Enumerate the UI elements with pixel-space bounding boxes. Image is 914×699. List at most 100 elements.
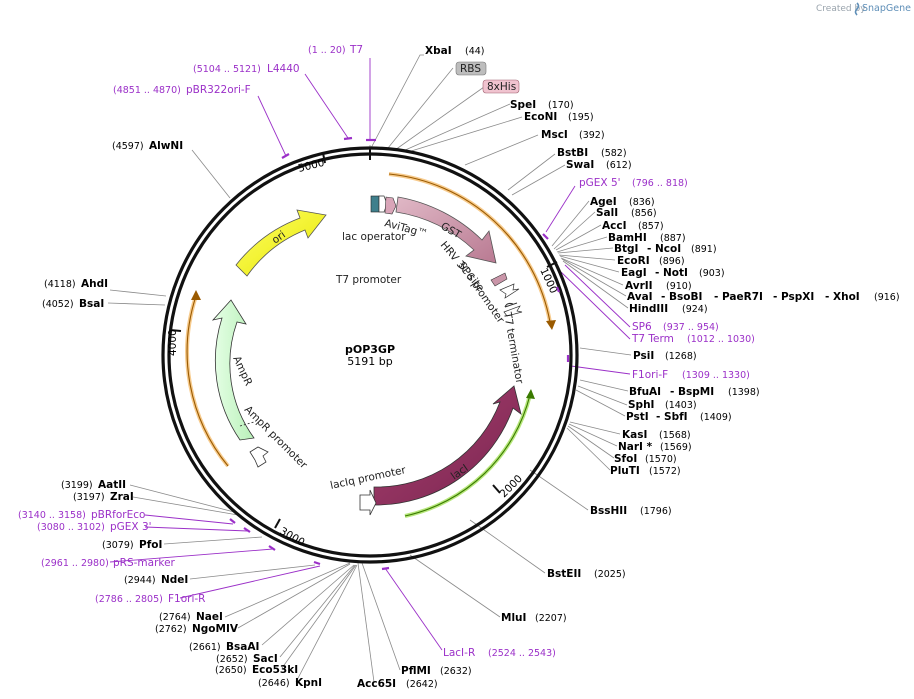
site-noti-pos: (903) <box>699 268 725 279</box>
ampr-promoter-arrow <box>249 446 269 468</box>
snapgene-brand: SnapGene <box>862 3 911 14</box>
ampr-feature-arrow <box>211 299 255 441</box>
orf-ampr-arrow <box>191 290 201 300</box>
site-mlui-pos: (2207) <box>535 613 567 624</box>
primer-pgex3-name: pGEX 3' <box>110 521 152 533</box>
site-mlui: MluI <box>501 612 526 624</box>
laciq-promoter-arrow <box>359 489 377 516</box>
site-acci: AccI <box>602 220 626 232</box>
primer-pgex3-range: (3080 .. 3102) <box>37 522 105 533</box>
site-bsaai: BsaAI <box>226 641 259 653</box>
tick-label-4000: 4000 <box>167 329 179 356</box>
site-sbfi: - SbfI <box>656 411 688 423</box>
plasmid-name: pOP3GP <box>345 343 395 356</box>
hrv3c-site-box <box>490 272 508 287</box>
site-ecori-pos: (896) <box>659 256 685 267</box>
ampr-label: AmpR <box>230 354 254 388</box>
primer-f1ori-r-range: (2786 .. 2805) <box>95 594 163 605</box>
site-saci-pos: (2652) <box>216 654 248 665</box>
site-sali-pos: (856) <box>631 208 657 219</box>
site-econi-pos: (195) <box>568 112 594 123</box>
site-ndei-pos: (2944) <box>124 575 156 586</box>
orf-laci-arrow <box>526 389 535 399</box>
site-bspmi-pos: (1398) <box>728 387 760 398</box>
site-pfoi-pos: (3079) <box>102 540 134 551</box>
site-swai-pos: (612) <box>606 160 632 171</box>
site-aatii: AatII <box>98 479 126 491</box>
site-msci: MscI <box>541 129 568 141</box>
site-bamhi: BamHI <box>608 232 647 244</box>
lac-operator-box <box>370 195 380 213</box>
site-pluti-pos: (1572) <box>649 466 681 477</box>
site-agei: AgeI <box>590 196 617 208</box>
primer-l4440-name: L4440 <box>267 63 300 75</box>
site-kasi: KasI <box>622 429 647 441</box>
site-spei: SpeI <box>510 99 536 111</box>
site-agei-pos: (836) <box>629 197 655 208</box>
site-sbfi-pos: (1409) <box>700 412 732 423</box>
primer-f1ori-f-name: F1ori-F <box>632 369 668 381</box>
site-kpni: KpnI <box>295 677 322 689</box>
site-bsshii: BssHII <box>590 505 627 517</box>
primer-sp6-name: SP6 <box>632 321 652 333</box>
rbs-label: RBS <box>460 63 481 75</box>
site-avrii-pos: (910) <box>666 281 692 292</box>
site-psii: PsiI <box>633 350 654 362</box>
site-psii-pos: (1268) <box>665 351 697 362</box>
site-pflmi: PflMI <box>401 665 431 677</box>
primer-t7-range: (1 .. 20) <box>308 45 346 56</box>
primer-pbr322-range: (4851 .. 4870) <box>113 85 181 96</box>
site-xhoi-pos: (916) <box>874 292 900 303</box>
site-xbai-pos: (44) <box>465 46 485 57</box>
primer-pbrforeco-range: (3140 .. 3158) <box>18 510 86 521</box>
orf-gst <box>388 173 551 323</box>
site-noti: - NotI <box>655 267 688 279</box>
primer-pgex5-range: (796 .. 818) <box>632 178 688 189</box>
site-leader-lines <box>107 54 632 683</box>
primer-prs-range: (2961 .. 2980) <box>41 558 109 569</box>
site-zrai: ZraI <box>110 491 134 503</box>
primer-sp6-range: (937 .. 954) <box>663 322 719 333</box>
site-hindiii-pos: (924) <box>682 304 708 315</box>
rbs-badge <box>455 61 487 76</box>
site-eco53ki: Eco53kI <box>252 664 298 676</box>
site-bsteii-pos: (2025) <box>594 569 626 580</box>
site-alwni-pos: (4597) <box>112 141 144 152</box>
site-sali: SalI <box>596 207 618 219</box>
site-hindiii: HindIII <box>629 303 668 315</box>
site-ncoi: - NcoI <box>647 243 681 255</box>
his-badge <box>482 79 520 94</box>
sp6-promoter-arrow <box>499 283 520 299</box>
site-bspmi: - BspMI <box>670 386 714 398</box>
site-ahdi-pos: (4118) <box>44 279 76 290</box>
primer-t7term-name: T7 Term <box>631 333 674 345</box>
gst-feature-arrow <box>395 196 497 264</box>
primer-f1ori-r-name: F1ori-R <box>168 593 205 605</box>
site-acci-pos: (857) <box>638 221 664 232</box>
ori-feature-arrow <box>235 209 327 277</box>
site-nari: NarI * <box>618 441 653 453</box>
his-tag-box <box>384 196 397 215</box>
primer-labels: (1 .. 20) T7 (5104 .. 5121) L4440 (4851 … <box>18 44 755 659</box>
site-avrii: AvrII <box>625 280 653 292</box>
site-naei: NaeI <box>196 611 223 623</box>
primer-pgex5-name: pGEX 5' <box>579 177 621 189</box>
site-bfuai: BfuAI <box>629 386 661 398</box>
lac-operator-label: lac operator <box>342 231 406 243</box>
t7-terminator-icon <box>503 302 523 317</box>
plasmid-length: 5191 bp <box>347 355 392 368</box>
ampr-dashed-mark <box>239 421 255 427</box>
primer-leader-lines <box>109 58 631 651</box>
primer-t7-name: T7 <box>349 44 363 56</box>
site-bsai-pos: (4052) <box>42 299 74 310</box>
orf-laci <box>404 394 531 517</box>
primer-l4440-range: (5104 .. 5121) <box>193 64 261 75</box>
created-by-text: Created by <box>816 4 866 14</box>
site-ngomiv-pos: (2762) <box>155 624 187 635</box>
site-ndei: NdeI <box>161 574 188 586</box>
primer-laci-r-name: LacI-R <box>443 647 475 659</box>
site-eco53ki-pos: (2650) <box>215 665 247 676</box>
laci-feature-arrow <box>373 385 522 506</box>
site-ngomiv: NgoMIV <box>192 623 239 635</box>
